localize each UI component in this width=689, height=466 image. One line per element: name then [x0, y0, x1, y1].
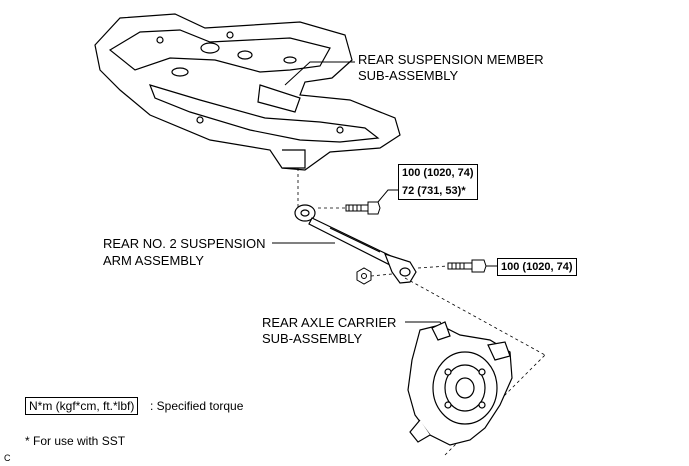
lower-bolt-dash	[417, 265, 449, 269]
lower-bolt	[447, 259, 487, 273]
torque-upper-value2: 72 (731, 53)*	[402, 185, 466, 197]
carrier-label-line2: SUB-ASSEMBLY	[262, 331, 363, 346]
torque-lower-value1: 100 (1020, 74)	[501, 261, 573, 273]
legend-footnote: * For use with SST	[25, 434, 126, 448]
corner-code: C	[4, 453, 11, 463]
suspension-member	[94, 13, 401, 171]
legend-unit-box: N*m (kgf*cm, ft.*lbf)	[25, 397, 139, 415]
axle-carrier	[407, 321, 513, 446]
arm-carrier-dash1	[404, 277, 546, 356]
torque-upper-value1: 100 (1020, 74)	[402, 167, 474, 179]
suspension-arm	[294, 204, 417, 284]
arm-label-line1: REAR NO. 2 SUSPENSION	[103, 236, 266, 251]
upper-bolt	[345, 201, 381, 215]
legend-unit-text: : Specified torque	[150, 399, 244, 413]
member-label-line2: SUB-ASSEMBLY	[358, 68, 459, 83]
member-label-line1: REAR SUSPENSION MEMBER	[358, 52, 544, 67]
nut	[356, 267, 372, 285]
nut-dash	[370, 273, 393, 277]
torque-spec-lower: 100 (1020, 74)	[497, 258, 577, 276]
carrier-label-line1: REAR AXLE CARRIER	[262, 315, 397, 330]
torque-spec-upper: 100 (1020, 74) 72 (731, 53)*	[398, 164, 478, 200]
arm-label-line2: ARM ASSEMBLY	[103, 253, 204, 268]
upper-torque-leader	[377, 189, 398, 203]
member-leader	[284, 61, 355, 86]
